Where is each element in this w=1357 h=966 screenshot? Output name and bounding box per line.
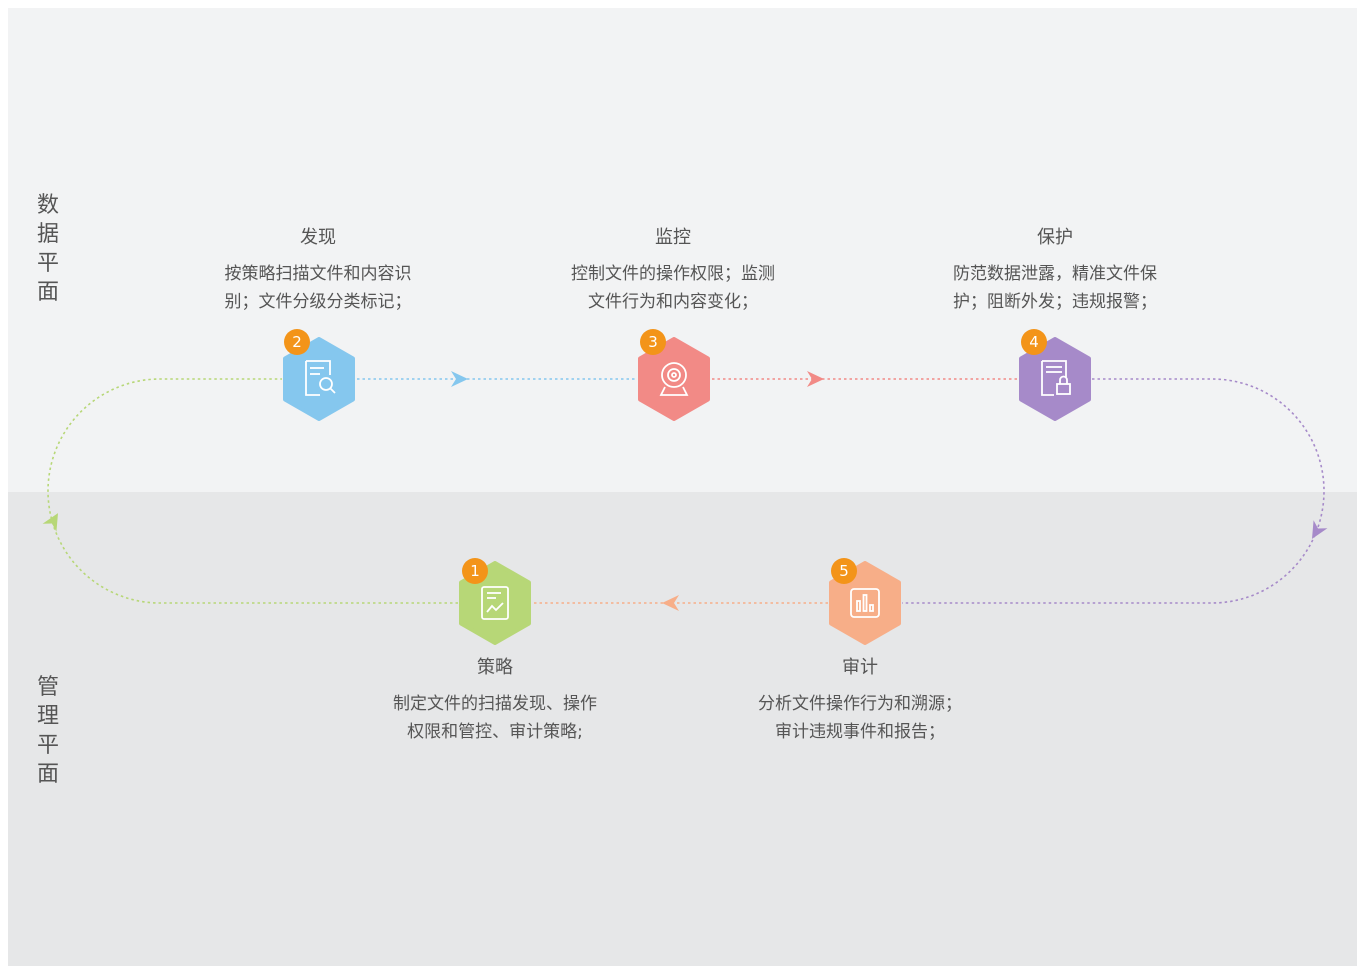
management-plane-band (8, 492, 1357, 966)
stage-description: 控制文件的操作权限；监测 文件行为和内容变化； (571, 264, 775, 312)
stage-title: 审计 (842, 657, 878, 678)
arrow-to-monitor (451, 371, 468, 387)
step-badge: 2 (284, 329, 310, 355)
step-badge: 4 (1021, 329, 1047, 355)
document-lock-icon (1018, 337, 1092, 421)
connector-protect-audit (902, 378, 1325, 604)
stage-description: 按策略扫描文件和内容识 别；文件分级分类标记； (224, 264, 412, 312)
arrow-to-audit (1312, 520, 1328, 539)
stage-monitor: 监控 控制文件的操作权限；监测 文件行为和内容变化； (548, 226, 798, 316)
stage-discover: 发现 按策略扫描文件和内容识 别；文件分级分类标记； (203, 226, 433, 316)
data-plane-label: 数据平面 (36, 193, 59, 305)
stage-description: 分析文件操作行为和溯源； 审计违规事件和报告； (758, 694, 962, 742)
stage-description: 制定文件的扫描发现、操作 权限和管控、审计策略; (393, 694, 597, 742)
stage-title: 监控 (655, 227, 691, 248)
step-badge: 3 (640, 329, 666, 355)
stage-title: 保护 (1037, 227, 1073, 248)
stage-protect: 保护 防范数据泄露，精准文件保 护；阻断外发；违规报警； (935, 226, 1175, 316)
step-badge: 5 (831, 558, 857, 584)
stage-title: 策略 (477, 657, 513, 678)
stage-description: 防范数据泄露，精准文件保 护；阻断外发；违规报警； (953, 264, 1157, 312)
document-search-icon (282, 337, 356, 421)
connector-policy-discover (47, 378, 458, 604)
arrow-to-protect (807, 371, 824, 387)
management-plane-label: 管理平面 (36, 675, 59, 787)
arrow-to-policy (662, 595, 679, 611)
arrow-to-discover (42, 513, 58, 532)
stage-audit: 审计 分析文件操作行为和溯源； 审计违规事件和报告； (740, 656, 980, 746)
camera-icon (637, 337, 711, 421)
stage-title: 发现 (300, 227, 336, 248)
step-badge: 1 (462, 558, 488, 584)
stage-policy: 策略 制定文件的扫描发现、操作 权限和管控、审计策略; (370, 656, 620, 746)
